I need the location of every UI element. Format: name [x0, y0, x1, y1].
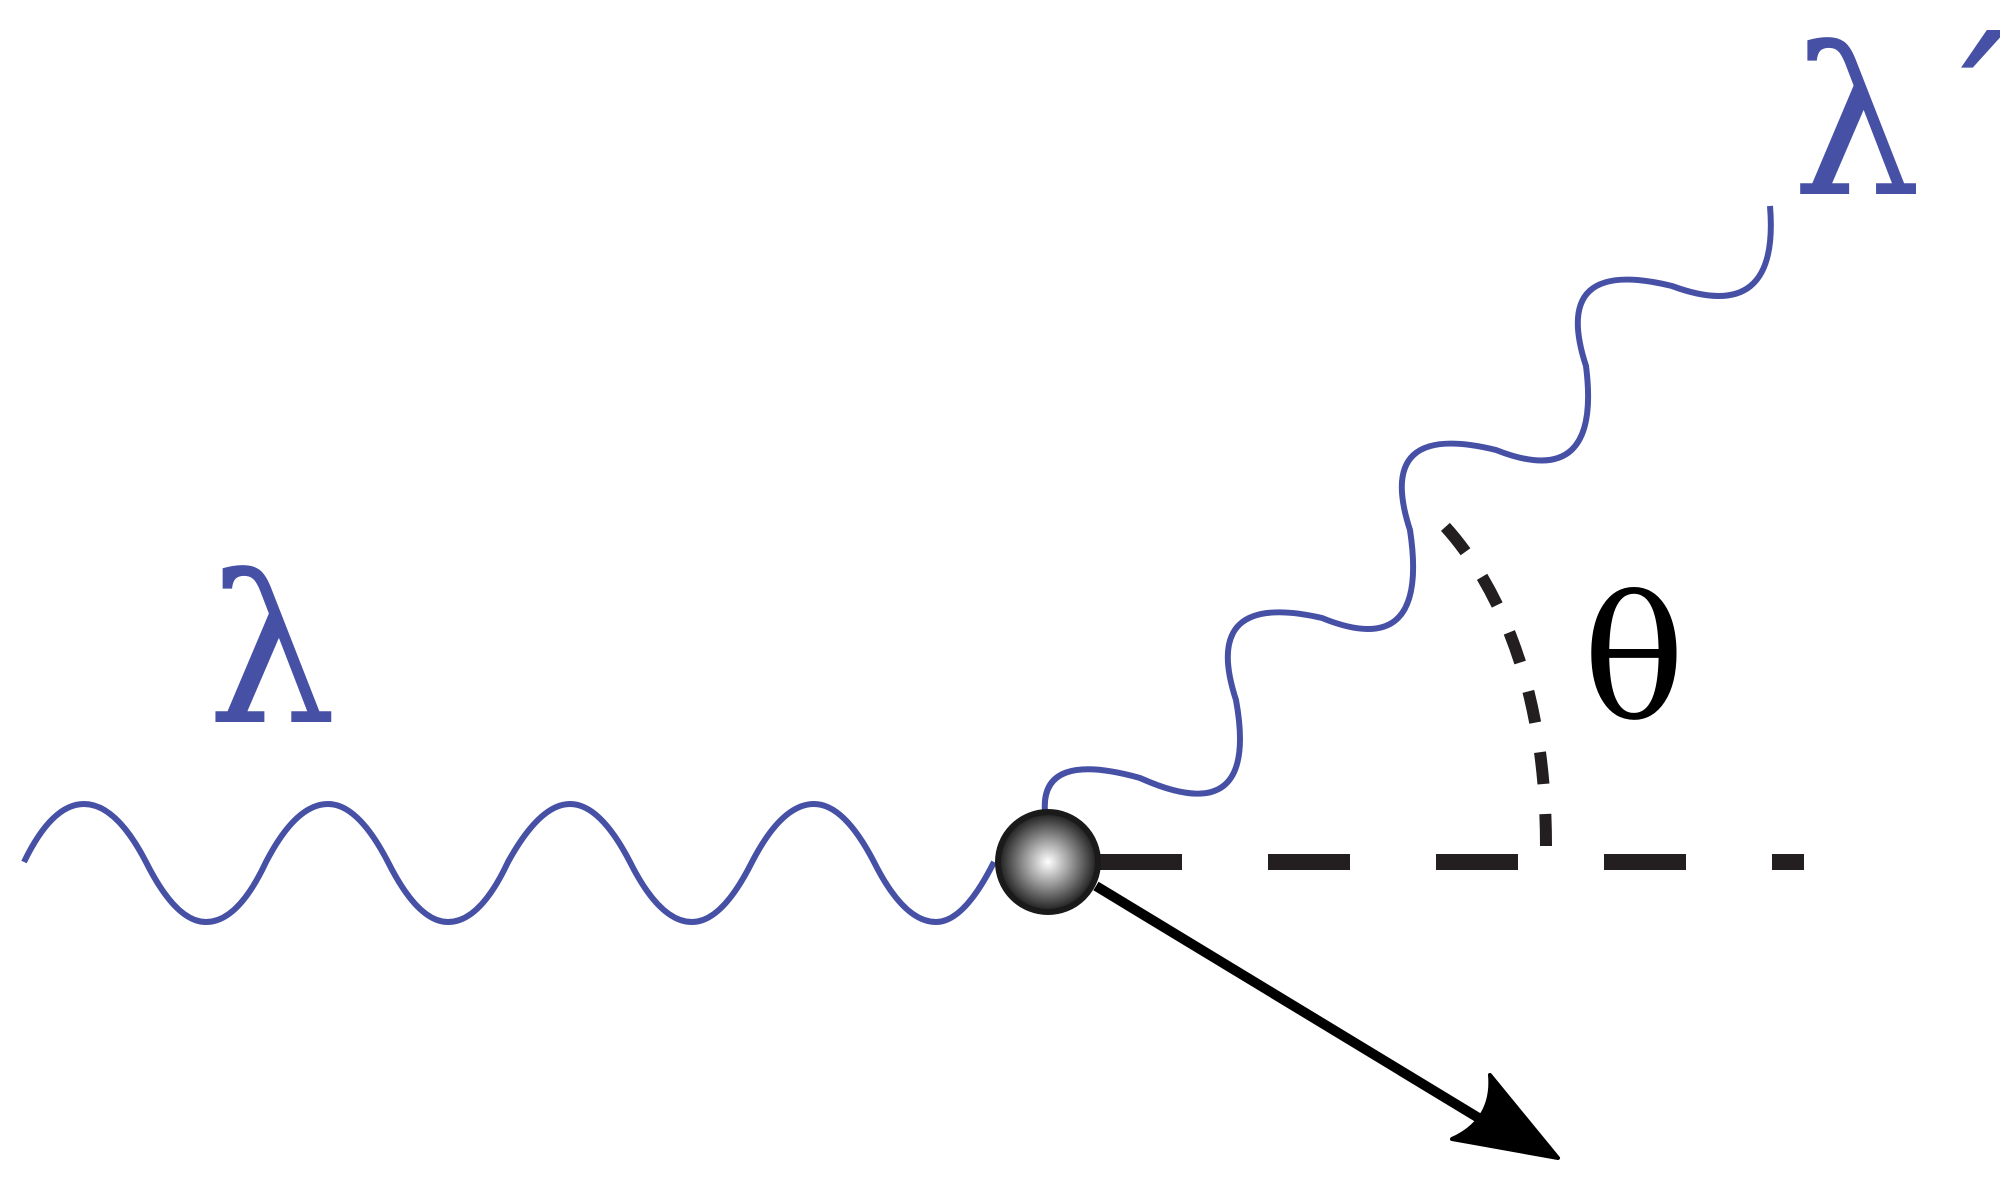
scattered-wavelength-label: λ´ — [1792, 5, 2000, 243]
incident-wavelength-label: λ — [207, 533, 337, 771]
recoil-electron-arrowhead — [1450, 1073, 1560, 1160]
scattered-photon-wave — [1041, 205, 1774, 813]
angle-arc-dashed — [1424, 505, 1552, 847]
recoil-electron-arrow-shaft — [1093, 881, 1485, 1125]
electron-particle — [995, 809, 1101, 915]
incident-photon-wave — [21, 800, 997, 926]
angle-label: θ — [1583, 561, 1685, 759]
angle-arc — [1428, 512, 1548, 846]
